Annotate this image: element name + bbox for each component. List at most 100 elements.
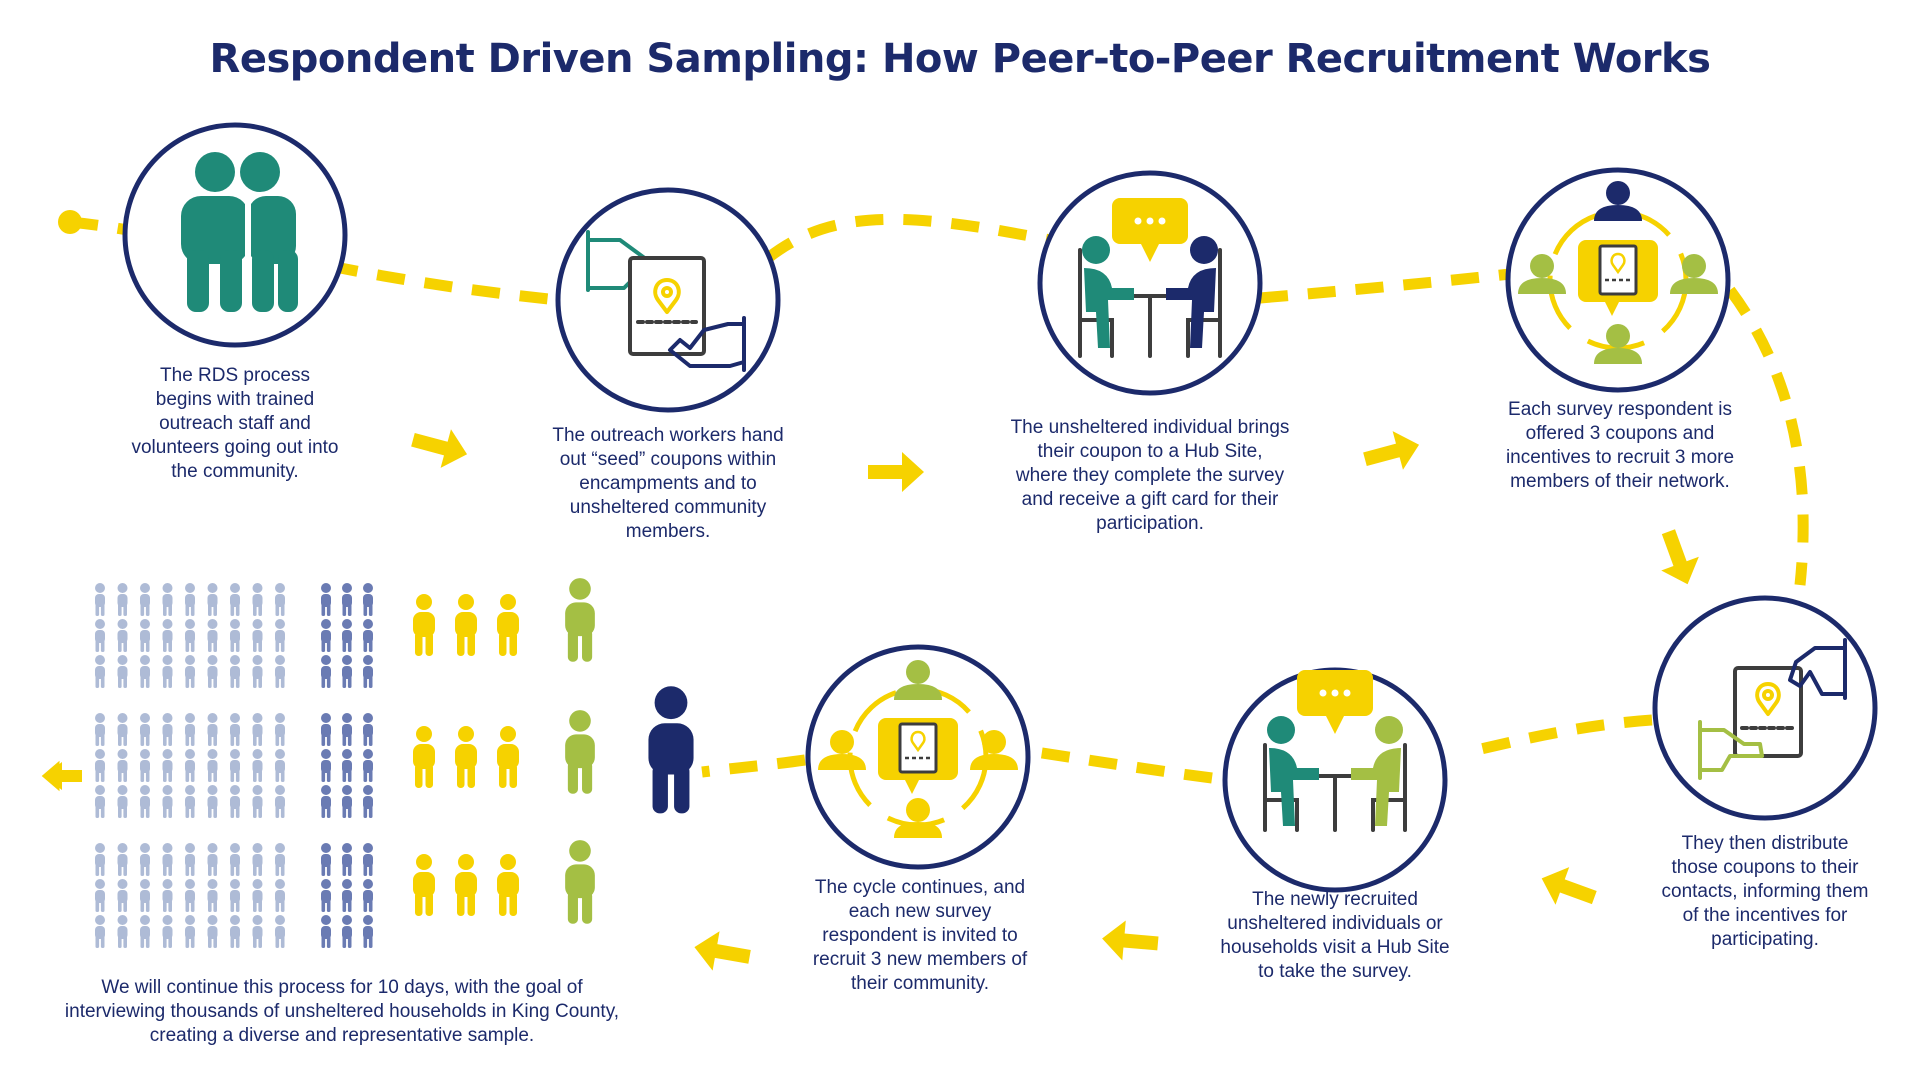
crowd-figure [207,749,218,782]
crowd-figure [162,915,173,948]
path-segment [1034,746,1213,784]
crowd-figure [185,655,195,688]
crowd-figure [117,655,128,688]
crowd-figure [140,655,150,688]
survey-table-icon [1263,670,1407,832]
crowd-figure [321,785,331,818]
recruit-figure [497,726,519,788]
crowd-figure [342,915,352,948]
step-5-text: They then distribute those coupons to th… [1661,833,1869,950]
crowd-figure [185,915,195,948]
recruit-network-icon [1518,181,1718,364]
crowd-figure [230,843,240,876]
step-4-text: Each survey respondent is offered 3 coup… [1505,399,1735,492]
crowd-figure [207,785,218,818]
crowd-figure [162,879,173,912]
two-people-icon [181,152,298,312]
final-goal-text: We will continue this process for 10 day… [64,977,620,1046]
recruit-network-icon [818,660,1018,838]
recruit-figure [455,594,477,656]
crowd-figure [363,749,373,782]
crowd-figure [140,583,150,616]
crowd-figure [185,583,195,616]
crowd-figure [95,843,105,876]
crowd-figure [95,713,105,746]
crowd-figure [275,749,285,782]
recruit-figure [413,594,435,656]
recruit-figure [455,726,477,788]
crowd-figure [252,713,263,746]
crowd-figure [185,713,195,746]
step-7-text: The cycle continues, and each new survey… [812,877,1028,994]
path-segment [69,216,231,256]
crowd-figure [321,619,331,652]
crowd-figure [275,655,285,688]
crowd-figure [230,915,240,948]
crowd-figure [117,749,128,782]
hand-coupon-icon [586,230,746,372]
crowd-figure [321,655,331,688]
respondent-figure [648,686,694,814]
crowd-figure [252,785,263,818]
crowd-figure [140,713,150,746]
crowd-figure [363,655,373,688]
step-6-text: The newly recruited unsheltered individu… [1220,889,1450,982]
crowd-figure [363,583,373,616]
crowd-figure [363,843,373,876]
crowd-figure [252,583,263,616]
crowd-figure [363,713,373,746]
population-grid [95,578,595,948]
crowd-figure [117,915,128,948]
crowd-figure [140,619,150,652]
crowd-figure [275,785,285,818]
crowd-figure [185,843,195,876]
crowd-figure [275,713,285,746]
crowd-figure [252,843,263,876]
path-segment [1466,714,1653,758]
crowd-figure [95,655,105,688]
crowd-figure [342,713,352,746]
arrow-right [1359,425,1425,479]
seed-figure [565,840,595,924]
crowd-figure [207,879,218,912]
crowd-figure [275,879,285,912]
crowd-figure [117,879,128,912]
step-3-text: The unsheltered individual brings their … [1010,417,1290,534]
crowd-figure [342,655,352,688]
crowd-figure [252,655,263,688]
arrow-left [690,927,754,977]
crowd-figure [117,583,128,616]
crowd-figure [140,749,150,782]
crowd-figure [162,713,173,746]
arrow-right [407,420,473,474]
crowd-figure [140,785,150,818]
seed-figure [565,578,595,662]
crowd-figure [185,785,195,818]
arrow-left [1100,918,1160,964]
crowd-figure [95,915,105,948]
crowd-figure [162,749,173,782]
crowd-figure [230,619,240,652]
crowd-figure [363,915,373,948]
crowd-figure [162,583,173,616]
crowd-figure [321,879,331,912]
crowd-figure [207,915,218,948]
crowd-figure [95,619,105,652]
crowd-figure [95,583,105,616]
crowd-figure [321,583,331,616]
crowd-figure [275,843,285,876]
continue-arrow-head [44,762,82,790]
survey-table-icon [1078,198,1222,358]
recruit-figure [455,854,477,916]
step-3-circle [1037,170,1263,396]
crowd-figure [140,915,150,948]
crowd-figure [252,619,263,652]
recruit-figure [413,854,435,916]
recruit-figure [497,854,519,916]
crowd-figure [275,619,285,652]
crowd-figure [275,583,285,616]
crowd-figure [230,713,240,746]
crowd-figure [321,843,331,876]
path-start-dot [58,210,82,234]
crowd-figure [117,785,128,818]
